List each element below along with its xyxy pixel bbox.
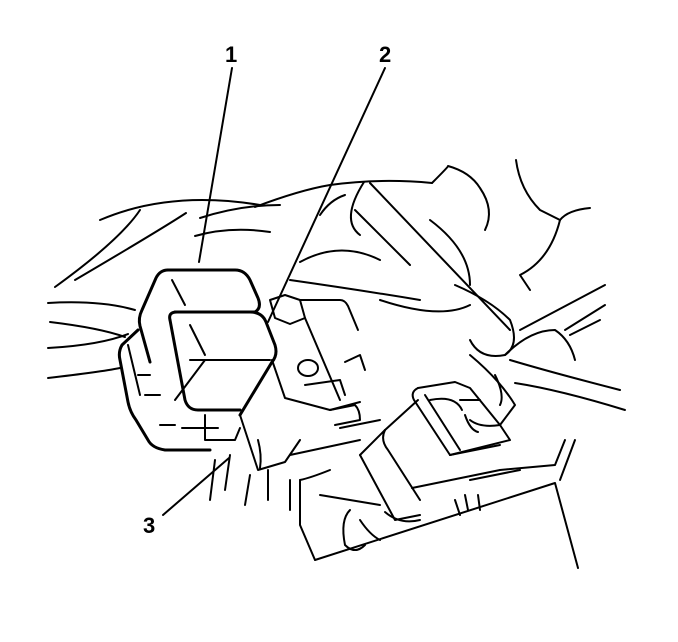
callout-1-label: 1 [225, 42, 238, 67]
wire-connector-right [359, 381, 511, 521]
leader-line-3 [162, 457, 230, 516]
leader-line-1 [198, 67, 233, 263]
harness-bundle-right [454, 284, 626, 427]
relay-connector [117, 328, 241, 452]
relay-socket-block [209, 294, 381, 511]
mounting-bracket [299, 439, 579, 569]
callout-2-label: 2 [379, 42, 392, 67]
relay-body [137, 268, 278, 417]
leader-line-2 [267, 67, 386, 323]
wiring-harness-top [254, 159, 591, 331]
wiring-harness-left [47, 199, 281, 379]
callout-3-label: 3 [143, 513, 156, 538]
